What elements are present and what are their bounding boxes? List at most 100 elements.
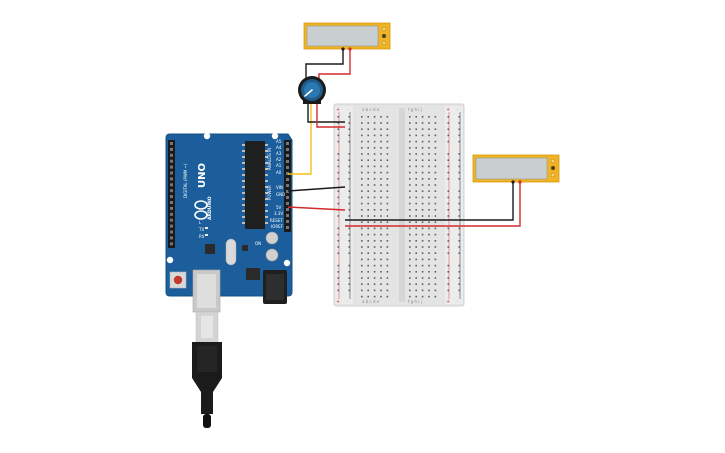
chip-leg	[242, 198, 245, 200]
breadboard-hole	[337, 116, 340, 118]
breadboard-hole	[380, 178, 382, 180]
wires[interactable]	[287, 49, 521, 227]
breadboard-hole	[415, 128, 417, 130]
breadboard-hole	[337, 134, 340, 137]
wire-black-bb-lcd2[interactable]	[345, 182, 514, 221]
breadboard-hole	[434, 122, 437, 124]
lcd-display-right[interactable]	[472, 154, 560, 184]
breadboard-hole	[386, 128, 389, 130]
lcd-screen	[475, 157, 548, 180]
header-pin	[286, 226, 289, 229]
breadboard-hole	[373, 209, 376, 211]
wire-red-arduino-5v[interactable]	[287, 206, 346, 211]
breadboard-hole	[386, 264, 389, 267]
breadboard-hole	[409, 295, 411, 298]
breadboard-hole	[415, 240, 417, 242]
lcd-pin	[550, 165, 556, 171]
header-pin	[170, 165, 173, 169]
usb-cable[interactable]	[192, 311, 222, 428]
breadboard-hole	[428, 252, 430, 254]
breadboard-hole	[434, 159, 437, 161]
power-analog-header[interactable]	[284, 140, 291, 232]
breadboard-hole	[458, 165, 461, 168]
breadboard-hole	[361, 246, 363, 248]
breadboard-hole	[434, 153, 437, 155]
header-pin	[286, 190, 289, 193]
breadboard-hole	[348, 264, 351, 267]
arduino-uno-board[interactable]: DIGITAL (PWM ~) TX RX L ARDUINO UNO ON	[165, 132, 293, 313]
a0-label: A0	[276, 170, 282, 175]
breadboard-hole	[361, 159, 363, 161]
header-pin	[170, 183, 173, 187]
breadboard-hole	[348, 227, 351, 230]
wire-yellow-a0[interactable]	[288, 104, 312, 175]
breadboard-hole	[428, 128, 430, 130]
breadboard-hole	[447, 190, 450, 192]
breadboard-hole	[348, 134, 351, 137]
breadboard-hole	[434, 171, 437, 174]
breadboard-hole	[348, 196, 351, 199]
wire-black-lcd1-pot[interactable]	[305, 49, 344, 82]
breadboard-hole	[337, 165, 340, 168]
breadboard-hole	[348, 252, 351, 254]
breadboard-hole	[361, 196, 363, 199]
wire-red-lcd1-pot[interactable]	[318, 49, 351, 84]
breadboard-hole	[409, 258, 411, 261]
breadboard-hole	[367, 295, 369, 298]
breadboard-hole	[380, 233, 382, 236]
breadboard-hole	[386, 227, 389, 230]
power-label: POWER	[267, 185, 272, 200]
breadboard-hole	[458, 134, 461, 137]
breadboard-hole	[415, 209, 417, 211]
breadboard-hole	[458, 289, 461, 292]
breadboard-hole	[409, 140, 411, 143]
header-pin	[170, 147, 173, 151]
potentiometer[interactable]	[298, 76, 326, 104]
breadboard-minus-left-bottom: -	[347, 299, 349, 304]
header-pin	[286, 142, 289, 145]
breadboard-hole	[348, 283, 351, 285]
breadboard-hole	[373, 184, 376, 186]
breadboard-hole	[348, 246, 351, 248]
led-rx	[205, 234, 208, 236]
breadboard-hole	[421, 165, 424, 168]
lcd-display-top[interactable]	[303, 22, 391, 51]
breadboard-hole	[447, 128, 450, 130]
breadboard-hole	[421, 202, 424, 205]
wire-red-bb-lcd2[interactable]	[345, 182, 521, 227]
wire-black-pot-gnd[interactable]	[307, 104, 345, 123]
breadboard-hole	[421, 178, 424, 180]
breadboard-hole	[415, 190, 417, 192]
breadboard-hole	[434, 295, 437, 298]
breadboard-hole	[361, 295, 363, 298]
breadboard-hole	[337, 140, 340, 143]
breadboard-hole	[409, 116, 411, 118]
breadboard-hole	[367, 246, 369, 248]
breadboard-hole	[348, 209, 351, 211]
digital-header[interactable]	[168, 140, 175, 248]
breadboard-hole	[434, 209, 437, 211]
header-pin	[170, 206, 173, 210]
breadboard-hole	[421, 147, 424, 149]
wire-red-pot-vcc[interactable]	[316, 104, 345, 128]
breadboard-hole	[415, 271, 417, 273]
breadboard-hole	[409, 252, 411, 254]
chip-leg	[242, 222, 245, 224]
chip-leg	[265, 198, 268, 200]
breadboard-hole	[361, 122, 363, 124]
breadboard-hole	[337, 159, 340, 161]
breadboard[interactable]: + - a b c d e f g h i j + - + - a b c d …	[333, 103, 465, 307]
wire-black-arduino-gnd[interactable]	[287, 186, 346, 192]
breadboard-hole	[380, 140, 382, 143]
breadboard-hole	[409, 171, 411, 174]
reset-button-cap[interactable]	[173, 275, 183, 285]
chip-leg	[242, 180, 245, 182]
breadboard-hole	[348, 190, 351, 192]
breadboard-hole	[373, 178, 376, 180]
chip-leg	[242, 168, 245, 170]
breadboard-hole	[348, 271, 351, 273]
breadboard-hole	[361, 153, 363, 155]
breadboard-hole	[421, 277, 424, 279]
breadboard-hole	[421, 289, 424, 292]
